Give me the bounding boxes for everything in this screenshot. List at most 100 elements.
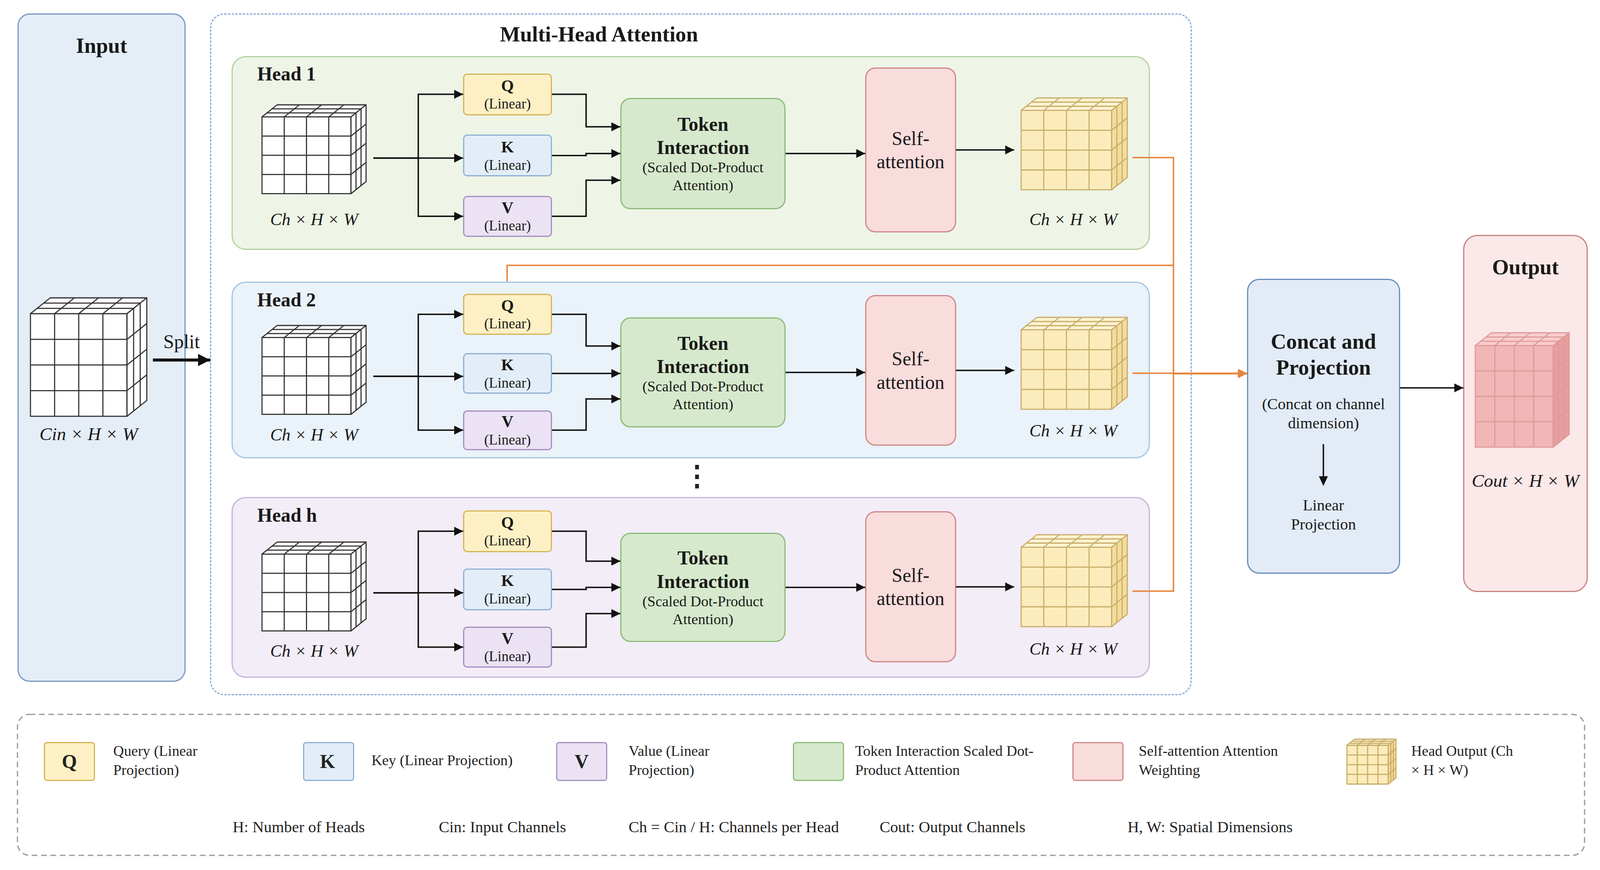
legend-letter: K bbox=[320, 749, 336, 773]
grid-line bbox=[350, 383, 366, 396]
grid-line bbox=[1088, 329, 1090, 410]
grid-line bbox=[30, 389, 128, 392]
grid-line bbox=[360, 545, 362, 623]
node-text: (Linear) bbox=[484, 315, 531, 333]
grid-line bbox=[127, 374, 148, 391]
node-text: (Scaled Dot-Product Attention) bbox=[626, 377, 780, 414]
grid-line bbox=[360, 329, 362, 407]
key-box: K(Linear) bbox=[463, 568, 553, 611]
grid-line bbox=[350, 599, 366, 612]
legend-cube-icon bbox=[1346, 738, 1397, 784]
cube-face bbox=[1346, 744, 1389, 784]
node-text: (Concat on channel dimension) bbox=[1253, 394, 1395, 433]
grid-line bbox=[1088, 110, 1090, 190]
grid-line bbox=[261, 154, 351, 156]
cube-face bbox=[1111, 534, 1128, 627]
grid-line bbox=[1043, 534, 1060, 548]
grid-line bbox=[306, 541, 322, 555]
cube-face bbox=[1111, 97, 1128, 190]
legend-letter: Q bbox=[61, 749, 77, 773]
grid-line bbox=[1066, 534, 1083, 548]
edge-label: Split bbox=[163, 329, 200, 353]
input-tensor: Cin × H × W bbox=[24, 295, 154, 445]
grid-line bbox=[350, 143, 366, 156]
grid-line bbox=[261, 591, 351, 593]
grid-line bbox=[1089, 97, 1105, 111]
grid-line bbox=[133, 308, 135, 411]
head-output-tensor: Ch × H × W bbox=[1014, 93, 1133, 230]
multi-head-attention-frame: Multi-Head AttentionHead 1Ch × H × WQ(Li… bbox=[210, 13, 1192, 695]
legend-text: Head Output (Ch × H × W) bbox=[1411, 740, 1524, 780]
node-title: Token Interaction bbox=[641, 112, 765, 160]
grid-line bbox=[1392, 740, 1395, 780]
grid-line bbox=[328, 553, 330, 631]
node-text: (Linear) bbox=[484, 532, 531, 550]
grid-line bbox=[1031, 101, 1123, 103]
tensor-label: Ch × H × W bbox=[270, 424, 359, 445]
tensor-label: Cin × H × W bbox=[39, 422, 138, 445]
grid-line bbox=[284, 104, 300, 117]
tensor-cube bbox=[261, 325, 366, 415]
grid-line bbox=[1377, 738, 1386, 745]
grid-line bbox=[1346, 773, 1389, 775]
tensor-label: Ch × H × W bbox=[1029, 420, 1118, 441]
cube-face bbox=[261, 541, 366, 555]
token-interaction-box: Token Interaction(Scaled Dot-Product Att… bbox=[620, 97, 786, 210]
grid-line bbox=[54, 297, 75, 314]
legend-text: Value (Linear Projection) bbox=[628, 740, 772, 780]
grid-line bbox=[1553, 408, 1570, 422]
node-title: Self-attention bbox=[869, 126, 952, 174]
grid-line bbox=[261, 610, 351, 613]
cube-face bbox=[1021, 547, 1112, 627]
grid-line bbox=[350, 560, 366, 574]
grid-line bbox=[1533, 345, 1535, 447]
grid-line bbox=[1514, 332, 1531, 346]
node-title: Head h bbox=[257, 503, 317, 527]
self-attention-box: Self-attention bbox=[865, 510, 957, 663]
grid-line bbox=[102, 297, 123, 314]
legend-swatch bbox=[1072, 741, 1124, 781]
definition-text: Ch = Cin / H: Channels per Head bbox=[628, 816, 839, 836]
grid-line bbox=[329, 541, 345, 555]
output-panel: OutputCout × H × W bbox=[1463, 234, 1588, 592]
grid-line bbox=[1021, 149, 1112, 151]
grid-line bbox=[1021, 169, 1112, 171]
connector bbox=[1400, 387, 1464, 389]
grid-line bbox=[1475, 395, 1554, 397]
grid-line bbox=[1043, 97, 1060, 111]
grid-line bbox=[1121, 538, 1123, 618]
grid-line bbox=[1021, 388, 1112, 390]
cube-face bbox=[261, 553, 351, 631]
grid-line bbox=[261, 173, 351, 176]
grid-line bbox=[30, 364, 128, 366]
grid-line bbox=[1116, 106, 1118, 186]
grid-line bbox=[1388, 758, 1397, 765]
grid-line bbox=[1357, 738, 1365, 745]
grid-line bbox=[1563, 336, 1565, 439]
node-title: Input bbox=[75, 32, 128, 59]
grid-line bbox=[1533, 332, 1550, 346]
node-title: Self-attention bbox=[869, 346, 952, 394]
query-box: Q(Linear) bbox=[463, 293, 553, 335]
grid-line bbox=[1066, 97, 1083, 111]
cube-face bbox=[1021, 97, 1128, 111]
node-title: V bbox=[501, 628, 514, 648]
cube-face bbox=[350, 325, 366, 415]
legend-frame bbox=[17, 714, 1585, 856]
cube-body bbox=[1475, 332, 1570, 447]
grid-line bbox=[1111, 574, 1128, 587]
tensor-cube bbox=[261, 104, 366, 194]
cube-body bbox=[1021, 317, 1128, 410]
cube-face bbox=[1021, 534, 1128, 548]
head-band: Head 1Ch × H × WQ(Linear)K(Linear)V(Line… bbox=[231, 56, 1150, 250]
grid-line bbox=[1494, 332, 1511, 346]
grid-line bbox=[355, 112, 357, 190]
grid-line bbox=[1021, 586, 1112, 588]
grid-line bbox=[1388, 748, 1397, 755]
cube-face bbox=[30, 313, 128, 417]
grid-line bbox=[1352, 740, 1394, 742]
grid-line bbox=[329, 325, 345, 338]
cube-body bbox=[30, 297, 147, 416]
grid-line bbox=[355, 549, 357, 627]
grid-line bbox=[1111, 594, 1128, 607]
